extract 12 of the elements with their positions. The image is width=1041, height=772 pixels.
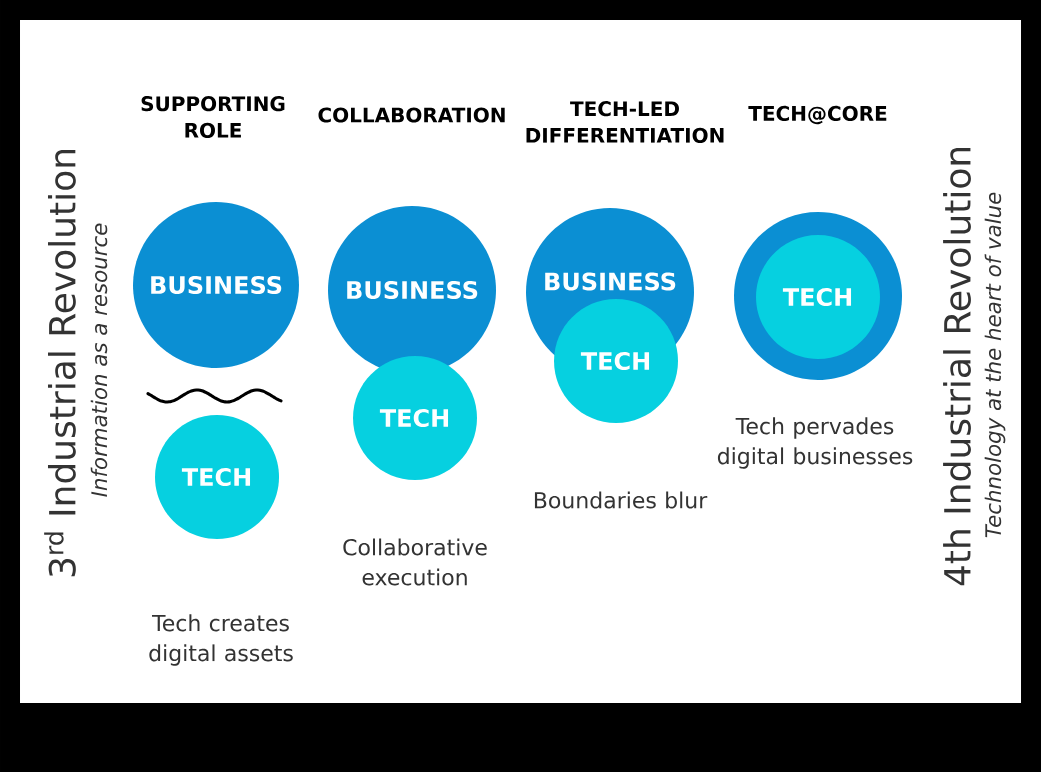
column-heading: TECH-LED DIFFERENTIATION bbox=[526, 101, 724, 143]
era-title: 3$^{rd}$ Industrial Revolution bbox=[44, 150, 76, 577]
era-title: 4th Industrial Revolution bbox=[943, 147, 971, 586]
caption-text: Boundaries blur bbox=[534, 491, 708, 509]
caption-text: Tech pervades digital businesses bbox=[717, 417, 913, 469]
era-subtitle: Information as a resource bbox=[90, 223, 108, 497]
column-heading: COLLABORATION bbox=[318, 107, 505, 123]
caption-text: Collaborative execution bbox=[343, 538, 487, 586]
column-heading: TECH@CORE bbox=[748, 105, 887, 125]
era-subtitle: Technology at the heart of value bbox=[984, 192, 1006, 538]
column-heading: SUPPORTING ROLE bbox=[141, 96, 285, 138]
caption-text: Tech creates digital assets bbox=[149, 614, 293, 666]
